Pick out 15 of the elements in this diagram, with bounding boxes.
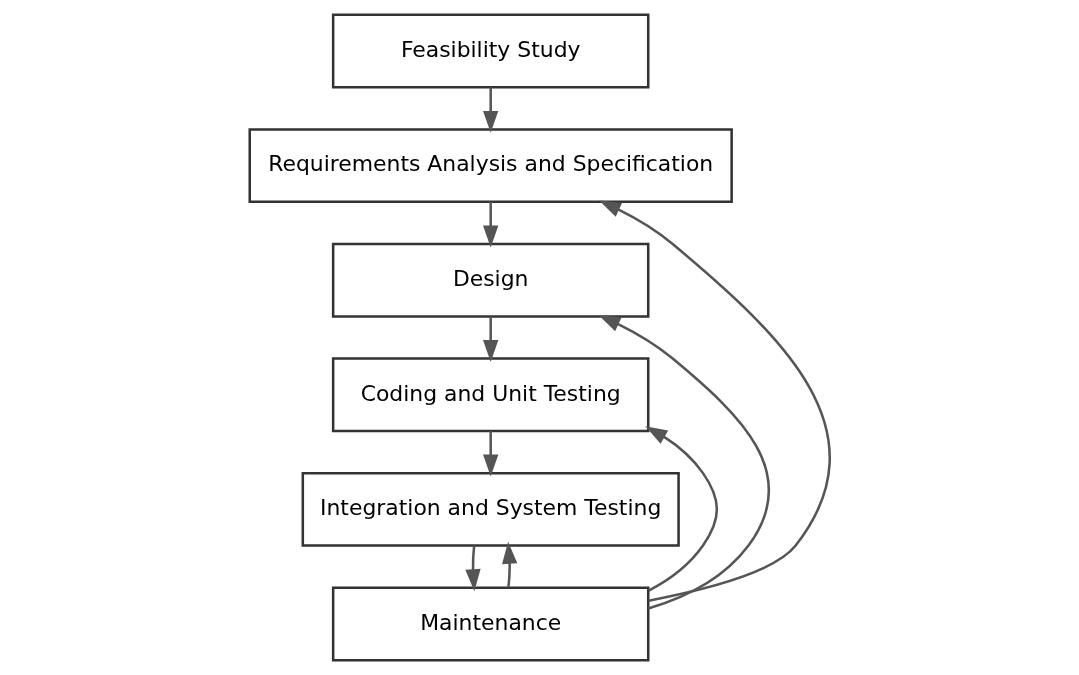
node-box: Maintenance: [331, 586, 649, 662]
arrow: [482, 201, 498, 248]
arrow: [598, 200, 831, 602]
arrow: [644, 426, 718, 592]
arrow: [464, 545, 481, 592]
arrow: [597, 314, 770, 610]
node-box: Feasibility Study: [331, 13, 649, 89]
node-box: Requirements Analysis and Specification: [247, 128, 733, 204]
arrow: [501, 541, 517, 588]
arrow: [482, 431, 498, 477]
node-box: Integration and System Testing: [301, 471, 680, 547]
arrow: [482, 87, 498, 133]
arrow: [482, 316, 498, 362]
node-box: Coding and Unit Testing: [331, 357, 649, 433]
node-box: Design: [331, 242, 649, 318]
